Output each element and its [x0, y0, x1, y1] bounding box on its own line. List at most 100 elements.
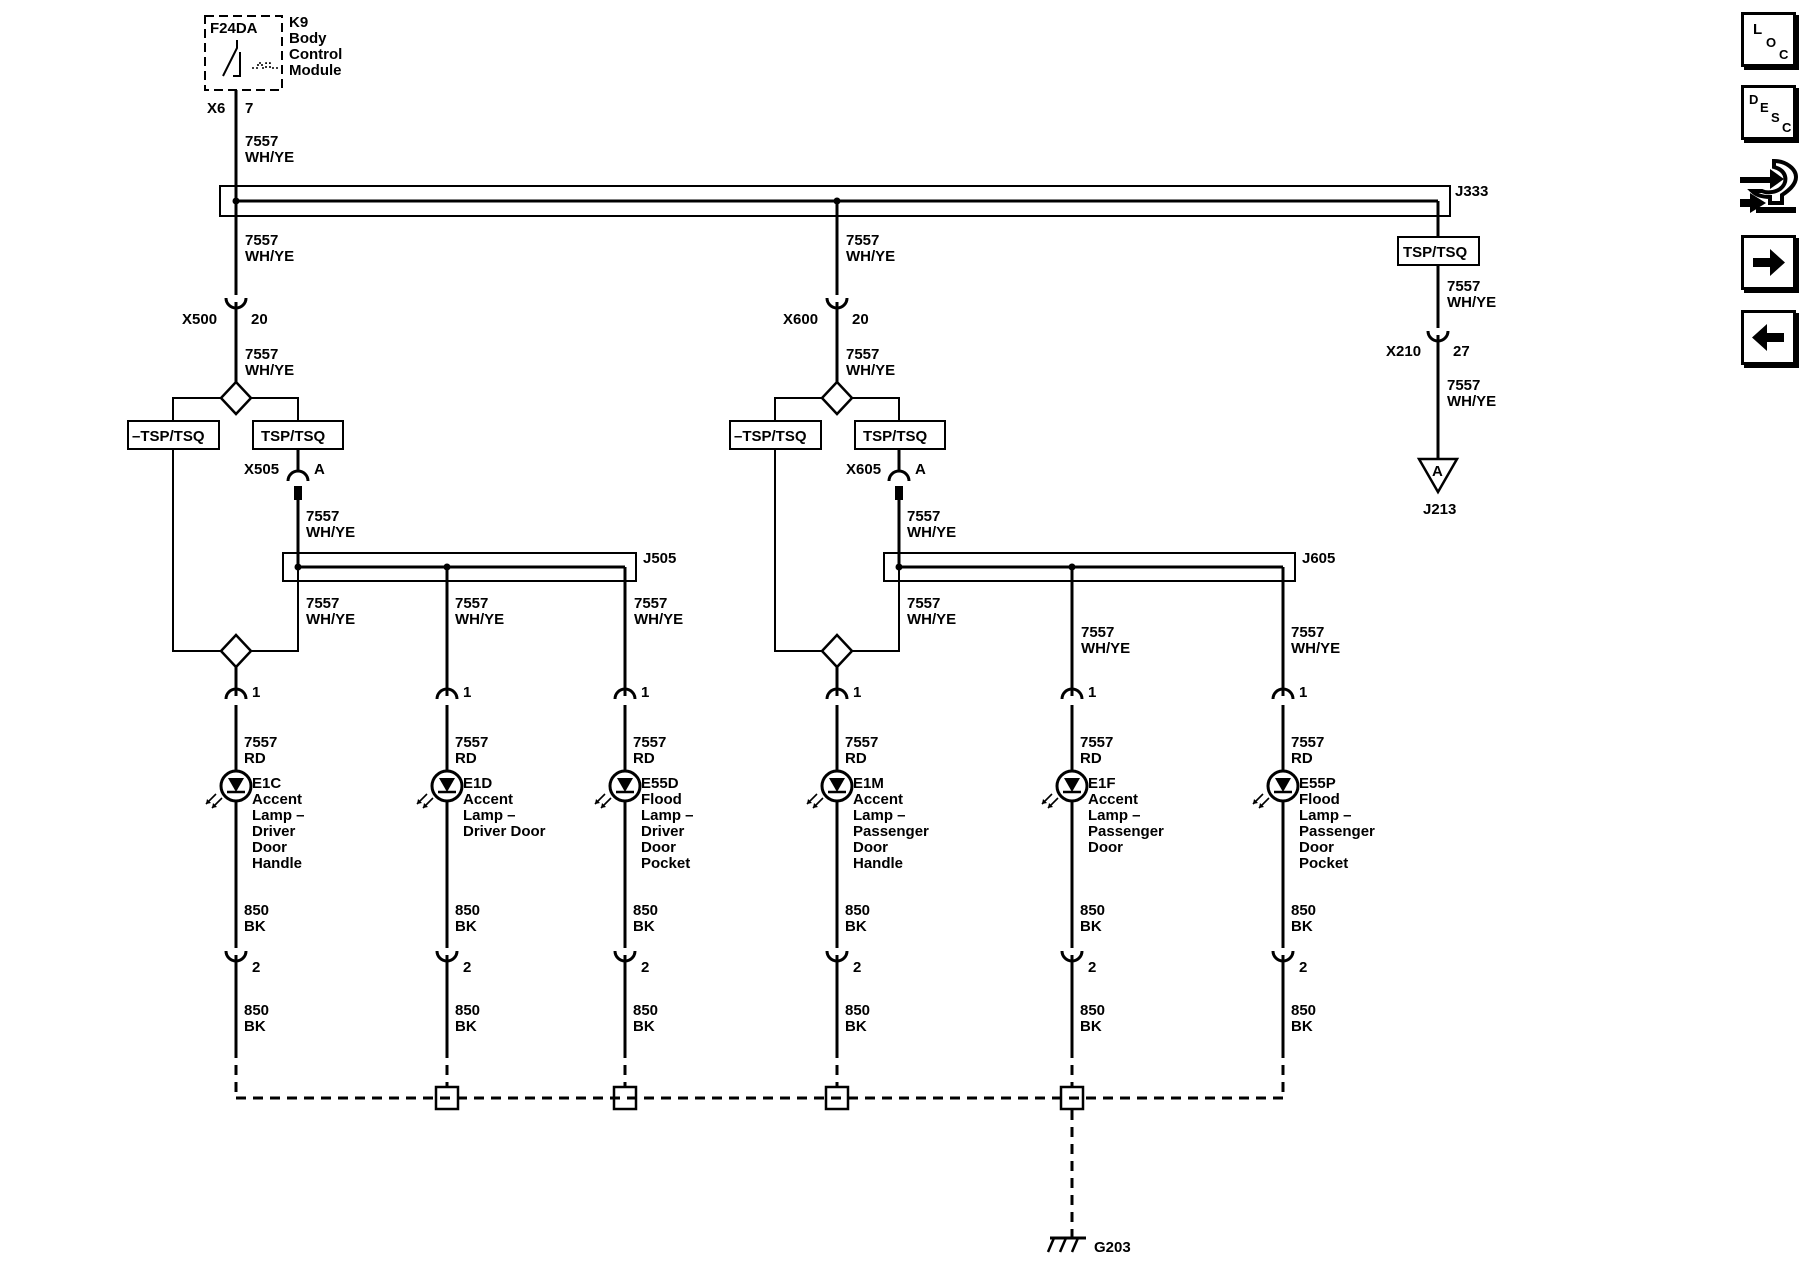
connector-icon: [1740, 158, 1799, 213]
connector-pin-label: 27: [1453, 343, 1470, 360]
wire-label: BK: [455, 1018, 477, 1035]
splice-pack-j505[interactable]: J505: [282, 550, 676, 582]
connector-label: X500: [182, 311, 217, 328]
option-label: TSP/TSQ: [1403, 244, 1468, 261]
lamp-desc-line: Accent: [463, 791, 513, 808]
connector-symbol[interactable]: [435, 687, 459, 700]
connector-pin-label: 2: [853, 959, 861, 976]
lamp-desc-line: Pocket: [1299, 855, 1348, 872]
connector-symbol[interactable]: [224, 687, 248, 700]
wire-label: 850: [244, 1002, 269, 1019]
wire-label: 7557: [455, 734, 488, 751]
module-pin-label: 7: [245, 100, 253, 117]
wire-label: WH/YE: [245, 362, 294, 379]
loc-letter: C: [1779, 47, 1789, 62]
connector-symbol[interactable]: [1271, 687, 1295, 700]
wire-label: RD: [1080, 750, 1102, 767]
connector-x605-symbol[interactable]: [887, 469, 911, 482]
arrow-left-icon: [1752, 324, 1784, 351]
connector-x505-symbol[interactable]: [286, 469, 310, 482]
connector-pin-label: 2: [1299, 959, 1307, 976]
lamp-icon[interactable]: [205, 769, 253, 809]
splice-label: J505: [643, 550, 676, 567]
wire-label: 7557: [907, 508, 940, 525]
lamp-desc-line: Lamp –: [1299, 807, 1352, 824]
module-fuse-label: F24DA: [210, 20, 258, 37]
option-label: TSP/TSQ: [863, 428, 928, 445]
body-control-module[interactable]: F24DA K9 Body Control Module: [204, 14, 342, 91]
switch-icon: [222, 40, 241, 77]
wire-label: BK: [845, 918, 867, 935]
connector-pin-label: A: [314, 461, 325, 478]
offpage-letter: A: [1432, 463, 1443, 480]
next-page-button[interactable]: [1741, 235, 1796, 290]
wire-label: 850: [455, 1002, 480, 1019]
wire-label: 7557: [907, 595, 940, 612]
connector-label: X505: [244, 461, 279, 478]
connector-pin-label: A: [915, 461, 926, 478]
connector-views-button[interactable]: [1736, 155, 1800, 220]
connector-pin-label: 20: [852, 311, 869, 328]
connector-label: X210: [1386, 343, 1421, 360]
lamp-icon[interactable]: [806, 769, 854, 809]
wire-label: BK: [1080, 918, 1102, 935]
wire-label: WH/YE: [1291, 640, 1340, 657]
wire-label: WH/YE: [455, 611, 504, 628]
lamp-icon[interactable]: [416, 769, 464, 809]
wire-label: 7557: [634, 595, 667, 612]
splice-label: J333: [1455, 183, 1488, 200]
splice-pack-j605[interactable]: J605: [883, 550, 1335, 582]
connector-pin-label: 1: [252, 684, 260, 701]
wire-label: 7557: [633, 734, 666, 751]
splice-label: J605: [1302, 550, 1335, 567]
module-name-line: Control: [289, 46, 342, 63]
loc-letter: O: [1766, 35, 1777, 50]
wire-label: WH/YE: [1447, 393, 1496, 410]
connector-pin-label: 1: [641, 684, 649, 701]
lamp-id-label: E1C: [252, 775, 281, 792]
lamp-desc-line: Door: [1088, 839, 1123, 856]
wire-label: BK: [1080, 1018, 1102, 1035]
module-id: K9: [289, 14, 308, 31]
loc-letter: L: [1753, 21, 1763, 38]
offpage-reference[interactable]: A J213: [1416, 457, 1460, 518]
option-merge-diamond: [219, 633, 253, 669]
connector-symbol[interactable]: [613, 687, 637, 700]
lamp-desc-line: Door: [853, 839, 888, 856]
connector-symbol[interactable]: [825, 687, 849, 700]
lamp-desc-line: Door: [641, 839, 676, 856]
wire-label: WH/YE: [1447, 294, 1496, 311]
lamp-desc-line: Door: [1299, 839, 1334, 856]
wire-label: BK: [244, 918, 266, 935]
connector-symbol[interactable]: [1060, 687, 1084, 700]
lamp-icon[interactable]: [1041, 769, 1089, 809]
option-label: –TSP/TSQ: [132, 428, 205, 445]
splice-pack-j333[interactable]: J333: [219, 183, 1488, 217]
previous-page-button[interactable]: [1741, 310, 1796, 365]
wire-label: WH/YE: [245, 149, 294, 166]
lamp-desc-line: Door: [252, 839, 287, 856]
description-button[interactable]: D E S C: [1741, 85, 1796, 140]
lamp-id-label: E1D: [463, 775, 492, 792]
lamp-desc-line: Pocket: [641, 855, 690, 872]
wire-label: 7557: [846, 232, 879, 249]
lamp-id-label: E1F: [1088, 775, 1116, 792]
lamp-desc-line: Lamp –: [641, 807, 694, 824]
lamp-desc-line: Driver: [252, 823, 296, 840]
desc-letter: D: [1749, 92, 1759, 107]
wire-label: WH/YE: [846, 248, 895, 265]
wire-label: WH/YE: [306, 611, 355, 628]
ground-icon: [1046, 1237, 1080, 1253]
lamp-icon[interactable]: [1252, 769, 1300, 809]
location-button[interactable]: L O C: [1741, 12, 1796, 67]
ground-g203[interactable]: G203: [1046, 1236, 1131, 1256]
wire-label: 7557: [845, 734, 878, 751]
desc-letter: E: [1760, 100, 1769, 115]
lamp-icon[interactable]: [594, 769, 642, 809]
